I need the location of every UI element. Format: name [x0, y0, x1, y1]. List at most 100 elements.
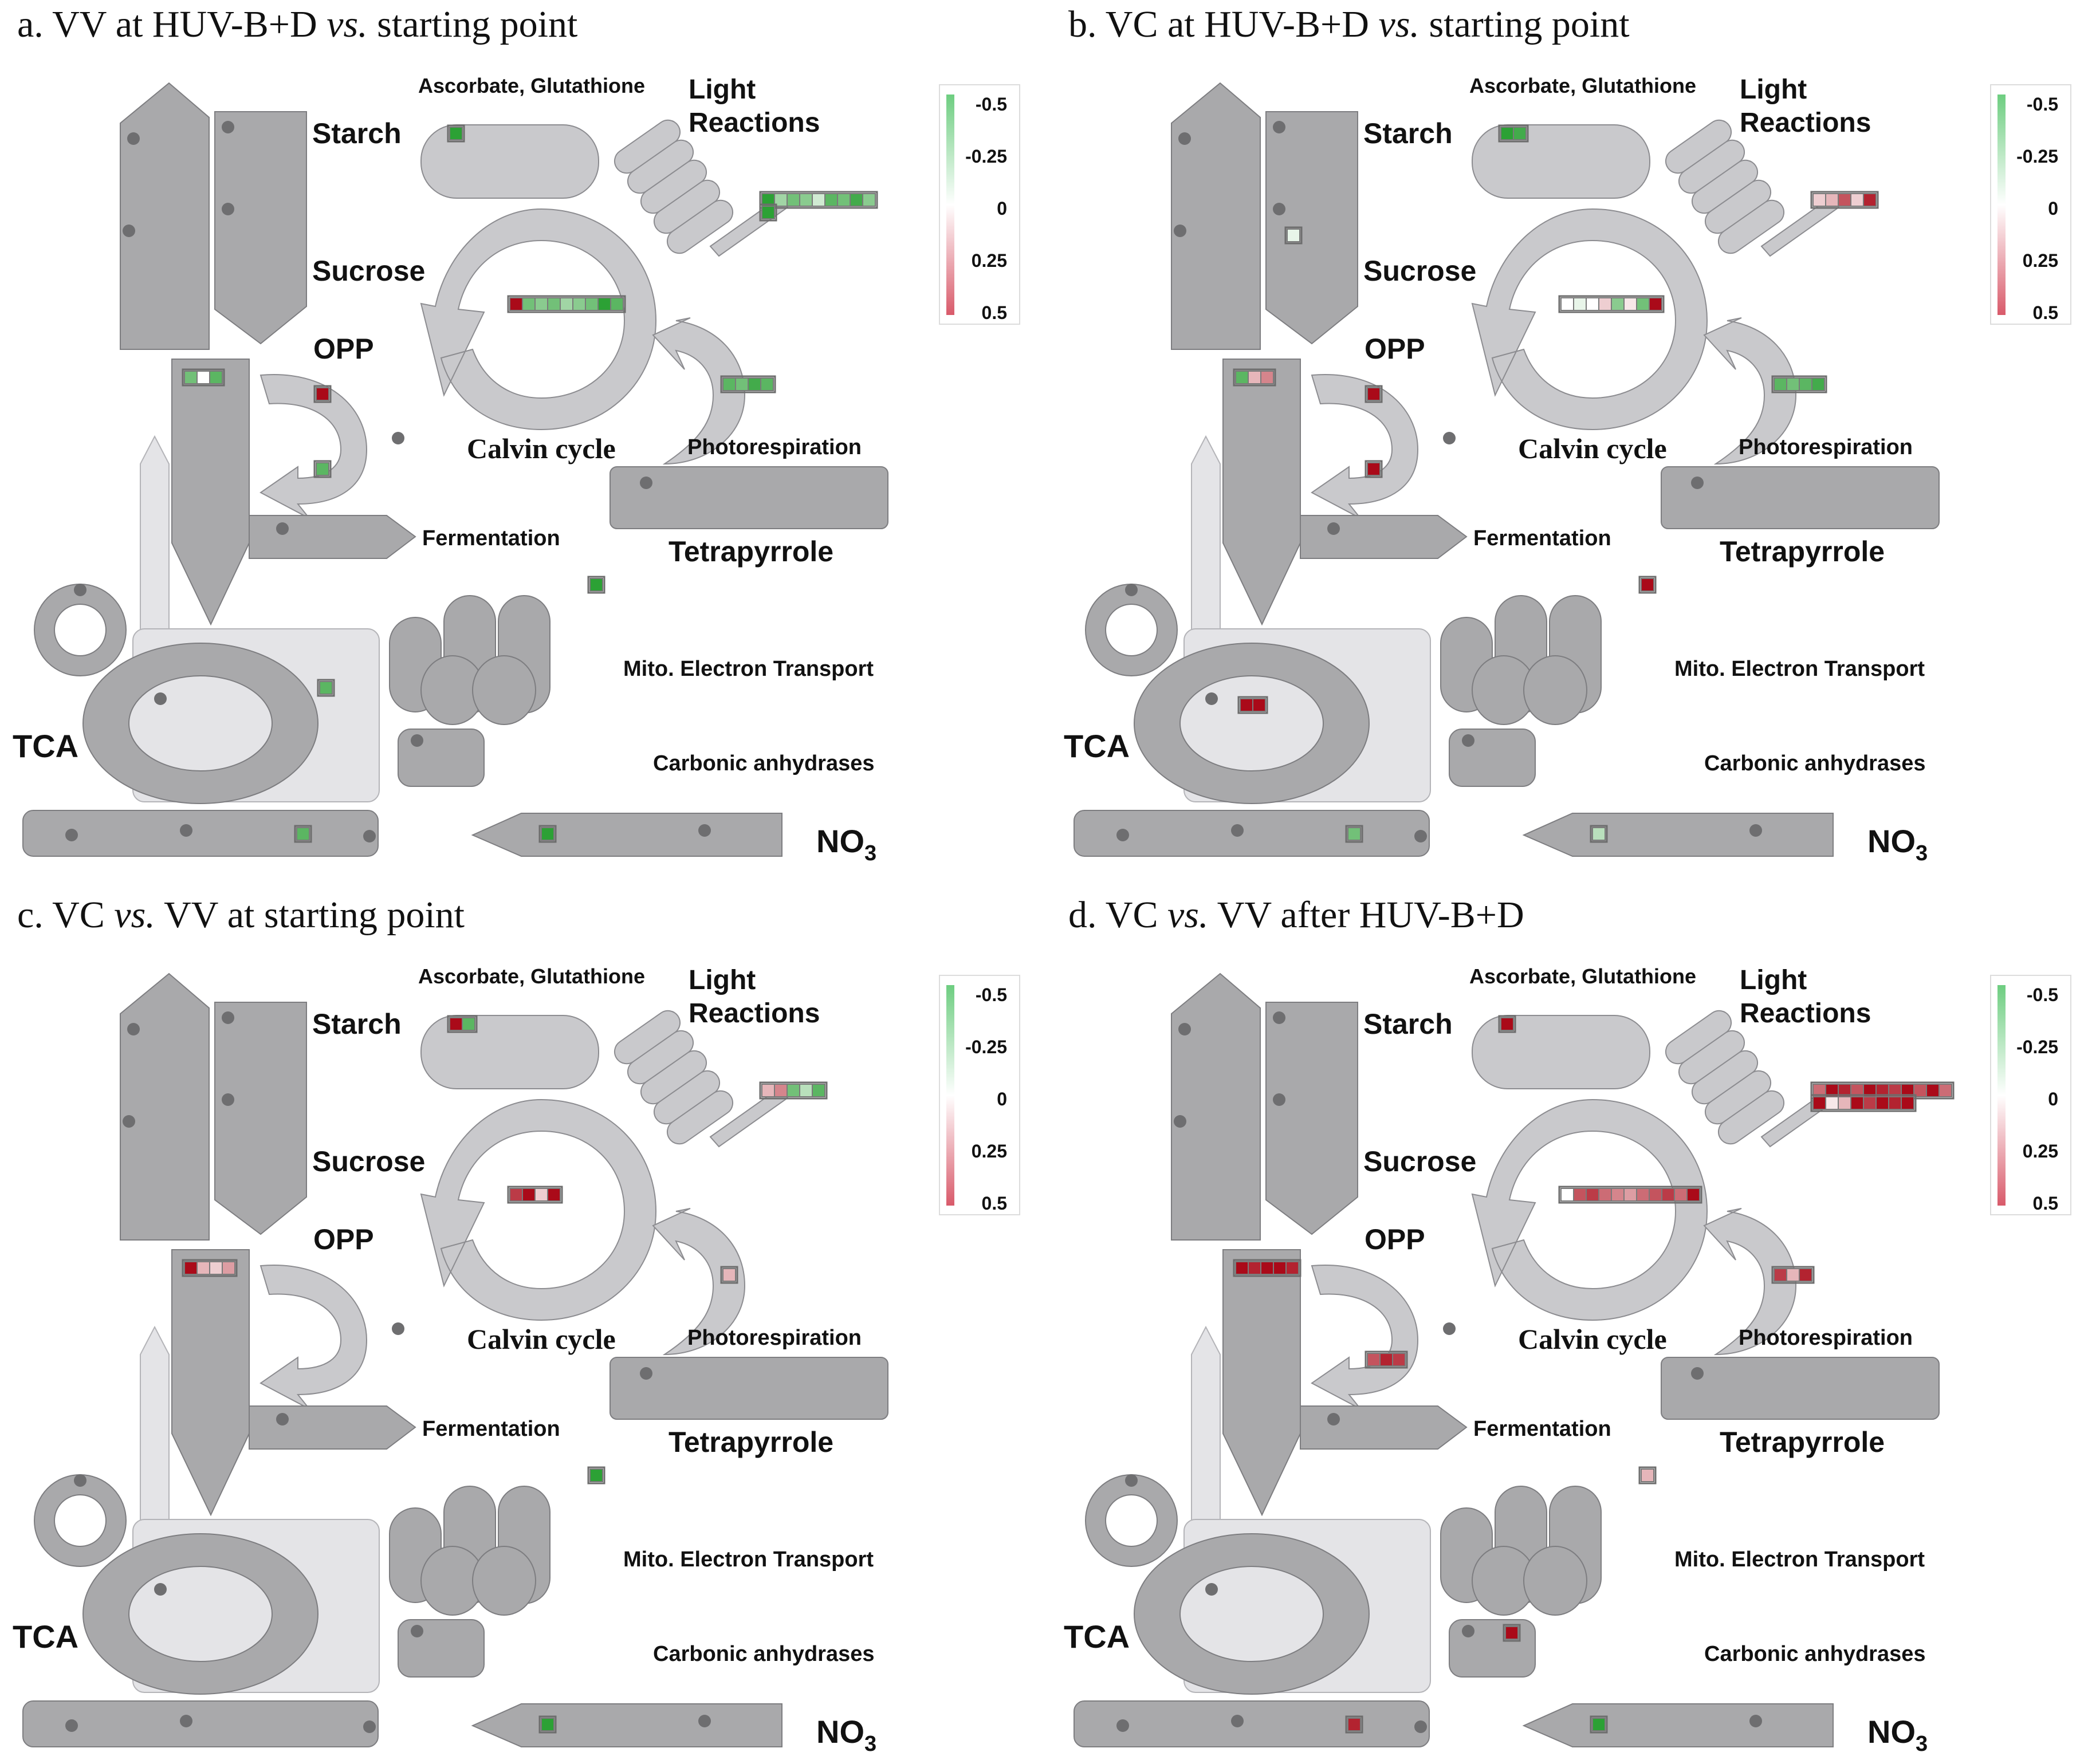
expression-cell-opp_ring_bot — [1392, 1353, 1406, 1367]
expression-cell-calvin — [1611, 1188, 1625, 1202]
legend-tick: 0.5 — [982, 1193, 1007, 1214]
expression-cell-light_b — [1825, 1096, 1839, 1110]
cell-row-frame — [1810, 1094, 1917, 1112]
title-prefix: d. VC — [1068, 894, 1167, 936]
expression-cell-calvin — [1661, 1188, 1675, 1202]
no3-label: NO3 — [1867, 823, 1928, 865]
opp-shape — [1311, 374, 1419, 519]
expression-cell-light — [1850, 193, 1864, 207]
light-label-2: Reactions — [689, 108, 820, 138]
ascorbate-shape — [1472, 124, 1650, 199]
expression-cell-carb — [1505, 1626, 1519, 1640]
expression-cell-opp_top — [1273, 1261, 1287, 1275]
expression-cell-opp_top — [1285, 1261, 1299, 1275]
cell-row-frame — [1558, 1186, 1702, 1204]
carbonic-shape — [398, 729, 485, 787]
starch-sucrose-block — [120, 972, 307, 1241]
expression-cell-calvin — [1686, 1188, 1700, 1202]
expression-cell-light — [812, 193, 825, 207]
mito-label: Mito. Electron Transport — [623, 1548, 874, 1572]
expression-cell-ascorbate — [1513, 127, 1527, 140]
cell-row-frame — [1638, 1466, 1657, 1485]
panel-title: a. VV at HUV-B+D vs. starting point — [17, 3, 577, 45]
expression-cell-light — [837, 193, 851, 207]
light-label-2: Reactions — [1740, 998, 1871, 1029]
nitrate-shape — [1522, 1703, 1834, 1747]
glycolysis-shape — [1222, 1249, 1301, 1517]
legend-tick: -0.25 — [965, 146, 1007, 167]
expression-cell-opp_top — [1248, 1261, 1261, 1275]
expression-cell-calvin — [1649, 297, 1662, 311]
carbonic-shape — [398, 1619, 485, 1678]
starch-shape — [1171, 972, 1261, 1241]
no3-text: NO — [816, 1714, 864, 1750]
cell-row-frame — [447, 1015, 478, 1033]
expression-cell-light_b — [1863, 1096, 1877, 1110]
cell-row-frame — [317, 679, 335, 697]
expression-cell-opp_top — [1235, 371, 1249, 384]
expression-cell-photoresp — [735, 377, 749, 391]
opp-label: OPP — [313, 1223, 374, 1255]
legend-tick: 0.5 — [982, 302, 1007, 323]
legend-tick: -0.25 — [965, 1037, 1007, 1057]
no3-subscript: 3 — [864, 841, 876, 865]
mito-label: Mito. Electron Transport — [1674, 1548, 1925, 1572]
legend-tick: -0.5 — [976, 985, 1007, 1005]
cell-row-frame — [587, 576, 605, 594]
title-suffix: starting point — [368, 3, 578, 45]
tca-label: TCA — [13, 1619, 78, 1655]
carbonic-label: Carbonic anhydrases — [1704, 751, 1925, 775]
expression-cell-opp_top — [209, 371, 223, 384]
color-legend: -0.5 -0.25 0 0.25 0.5 — [1990, 975, 2071, 1215]
expression-cell-photoresp — [1774, 1268, 1787, 1282]
expression-cell-light — [812, 1084, 825, 1097]
light-label-2: Reactions — [1740, 108, 1871, 138]
expression-cell-calvin — [534, 297, 548, 311]
expression-cell-calvin — [560, 297, 573, 311]
mito-shape — [1440, 595, 1602, 725]
starch-sucrose-block — [120, 82, 307, 350]
expression-cell-tca_in — [1240, 698, 1253, 712]
cell-row-frame — [447, 124, 465, 143]
expression-cell-sucrose — [1287, 229, 1300, 242]
expression-cell-calvin — [1586, 297, 1599, 311]
expression-cell-calvin — [547, 1188, 561, 1202]
title-prefix: c. VC — [17, 894, 114, 936]
light-label-1: Light — [1740, 965, 1807, 995]
expression-cell-opp_top — [209, 1261, 223, 1275]
expression-cell-light_b — [1888, 1096, 1902, 1110]
expression-cell-ascorbate — [449, 1017, 463, 1031]
photorespiration-label: Photorespiration — [1739, 1326, 1913, 1350]
opp-shape — [259, 1265, 368, 1409]
expression-cell-opp_top — [196, 1261, 210, 1275]
expression-cell-no3 — [1592, 827, 1606, 841]
cell-row-frame — [538, 825, 557, 843]
nitrate-shape — [471, 1703, 782, 1747]
expression-cell-calvin — [572, 297, 586, 311]
mito-shape — [389, 1486, 550, 1616]
no3-label: NO3 — [1867, 1714, 1928, 1756]
expression-cell-photoresp — [1786, 377, 1800, 391]
panel-title: c. VC vs. VV at starting point — [17, 894, 465, 936]
no3-label: NO3 — [816, 823, 876, 865]
expression-cell-calvin — [1560, 1188, 1574, 1202]
cell-row-frame — [759, 191, 878, 209]
no3-text: NO — [816, 823, 864, 859]
expression-cell-light_b — [1901, 1096, 1914, 1110]
tetrapyrrole-label: Tetrapyrrole — [669, 536, 833, 568]
cell-row-frame — [313, 385, 332, 403]
expression-cell-tetra — [1641, 578, 1654, 592]
carbonic-label: Carbonic anhydrases — [653, 1642, 874, 1666]
carbonic-shape — [1449, 729, 1536, 787]
ascorbate-label: Ascorbate, Glutathione — [1469, 74, 1696, 97]
carbonic-shape — [1449, 1619, 1536, 1678]
cell-row-frame — [720, 375, 776, 393]
no3-subscript: 3 — [1916, 1732, 1928, 1756]
title-prefix: b. VC at HUV-B+D — [1068, 3, 1378, 45]
cell-row-frame — [1498, 124, 1529, 143]
cell-row-frame — [1498, 1015, 1516, 1033]
calvin-label: Calvin cycle — [467, 432, 616, 464]
fermentation-label: Fermentation — [422, 1417, 560, 1441]
cell-row-frame — [1365, 460, 1383, 478]
opp-label: OPP — [1365, 1223, 1425, 1255]
